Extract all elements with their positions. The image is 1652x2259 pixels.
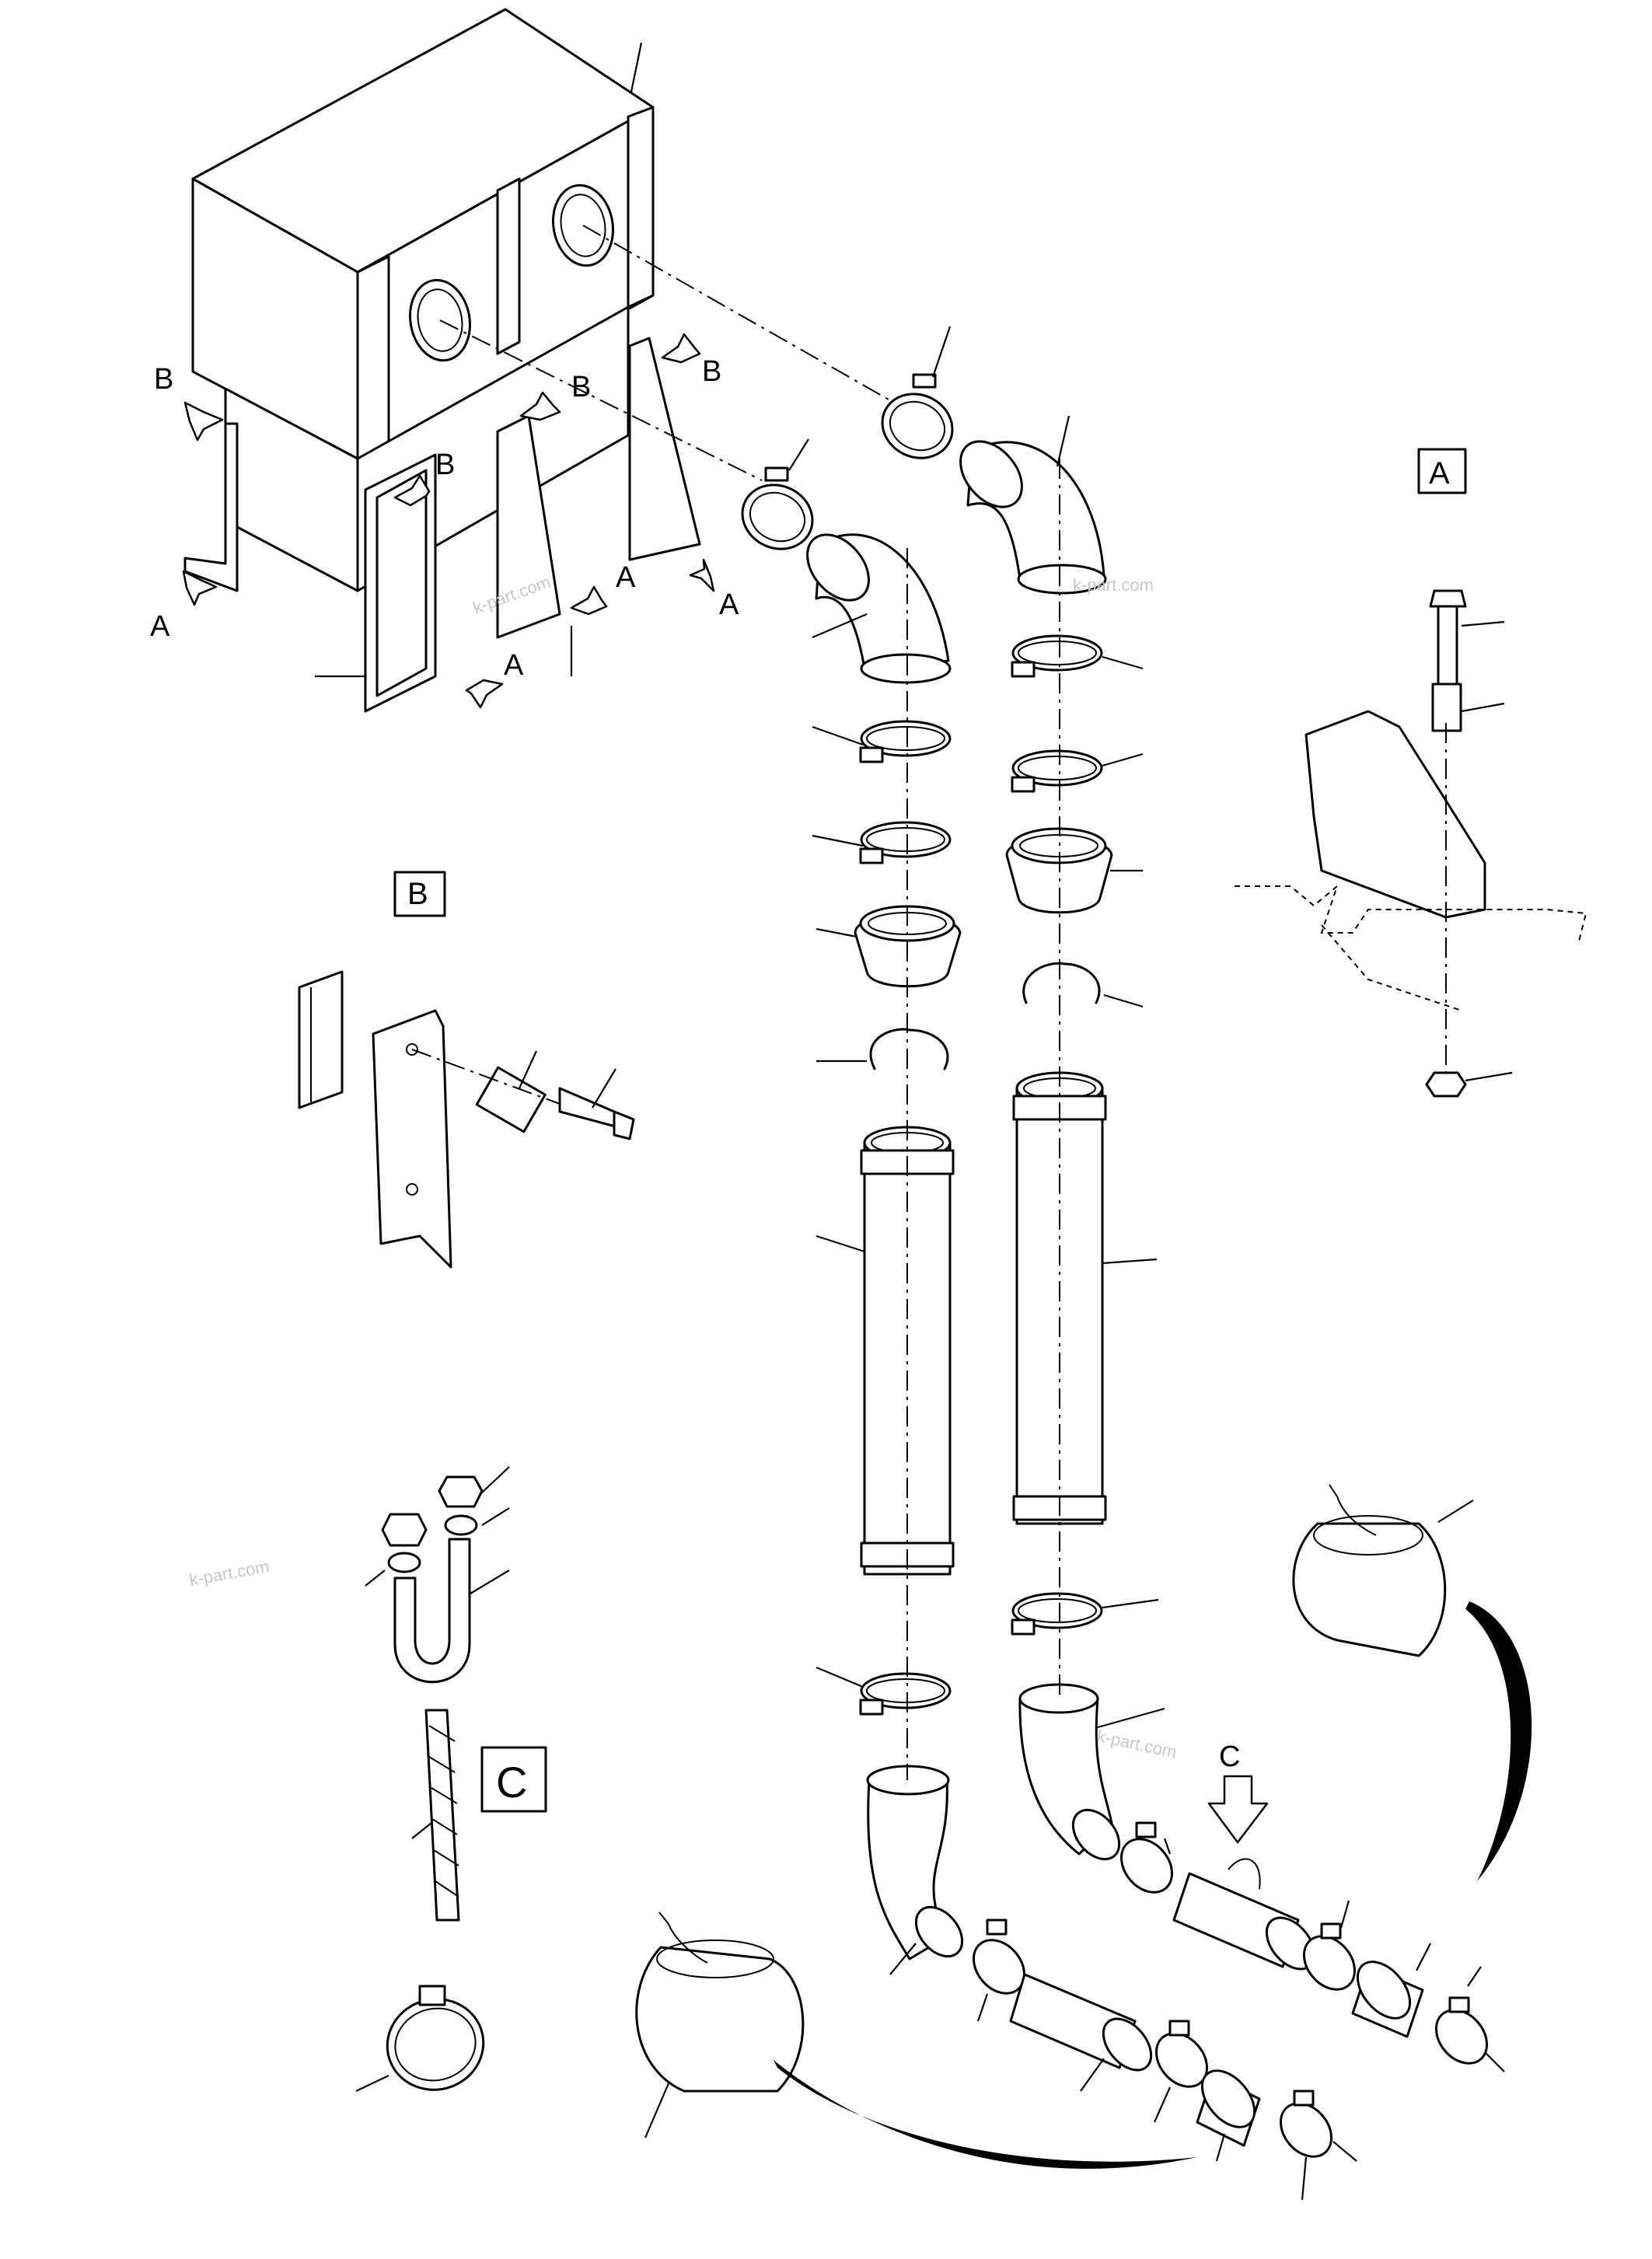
callout-b-3: B <box>435 449 455 481</box>
right-pipe-stack <box>881 326 1505 2072</box>
detail-c-label: C <box>496 1758 527 1807</box>
cooler-callout-letters: B B B B A A A A <box>150 355 739 682</box>
callout-a-1: A <box>150 610 170 643</box>
callout-c-label: C <box>1219 1741 1240 1773</box>
left-pipe-stack <box>741 438 1357 2201</box>
detail-c: C <box>355 1466 547 2092</box>
callout-arrows-cooler <box>182 333 715 709</box>
large-clamp-right <box>1292 1484 1532 1881</box>
detail-a-box <box>1417 448 1467 494</box>
detail-a-label: A <box>1429 456 1450 491</box>
callout-c-arrow: C <box>1207 1741 1269 1844</box>
detail-c-box <box>480 1746 547 1813</box>
detail-a: A <box>1235 448 1587 1098</box>
callout-b-1: B <box>154 363 173 396</box>
callout-a-4: A <box>719 588 739 621</box>
watermark-3: k-part.com <box>188 1556 271 1590</box>
watermark-2: k-part.com <box>1073 575 1154 595</box>
large-clamp-left <box>635 1912 1197 2169</box>
detail-b-label: B <box>407 877 428 911</box>
detail-b-box <box>393 871 446 917</box>
cooler-assembly <box>183 8 701 713</box>
callout-a-3: A <box>504 649 524 682</box>
detail-b: B <box>298 871 635 1269</box>
callout-b-4: B <box>702 355 721 388</box>
watermark-4: k-part.com <box>1095 1726 1179 1761</box>
callout-a-2: A <box>616 561 636 594</box>
